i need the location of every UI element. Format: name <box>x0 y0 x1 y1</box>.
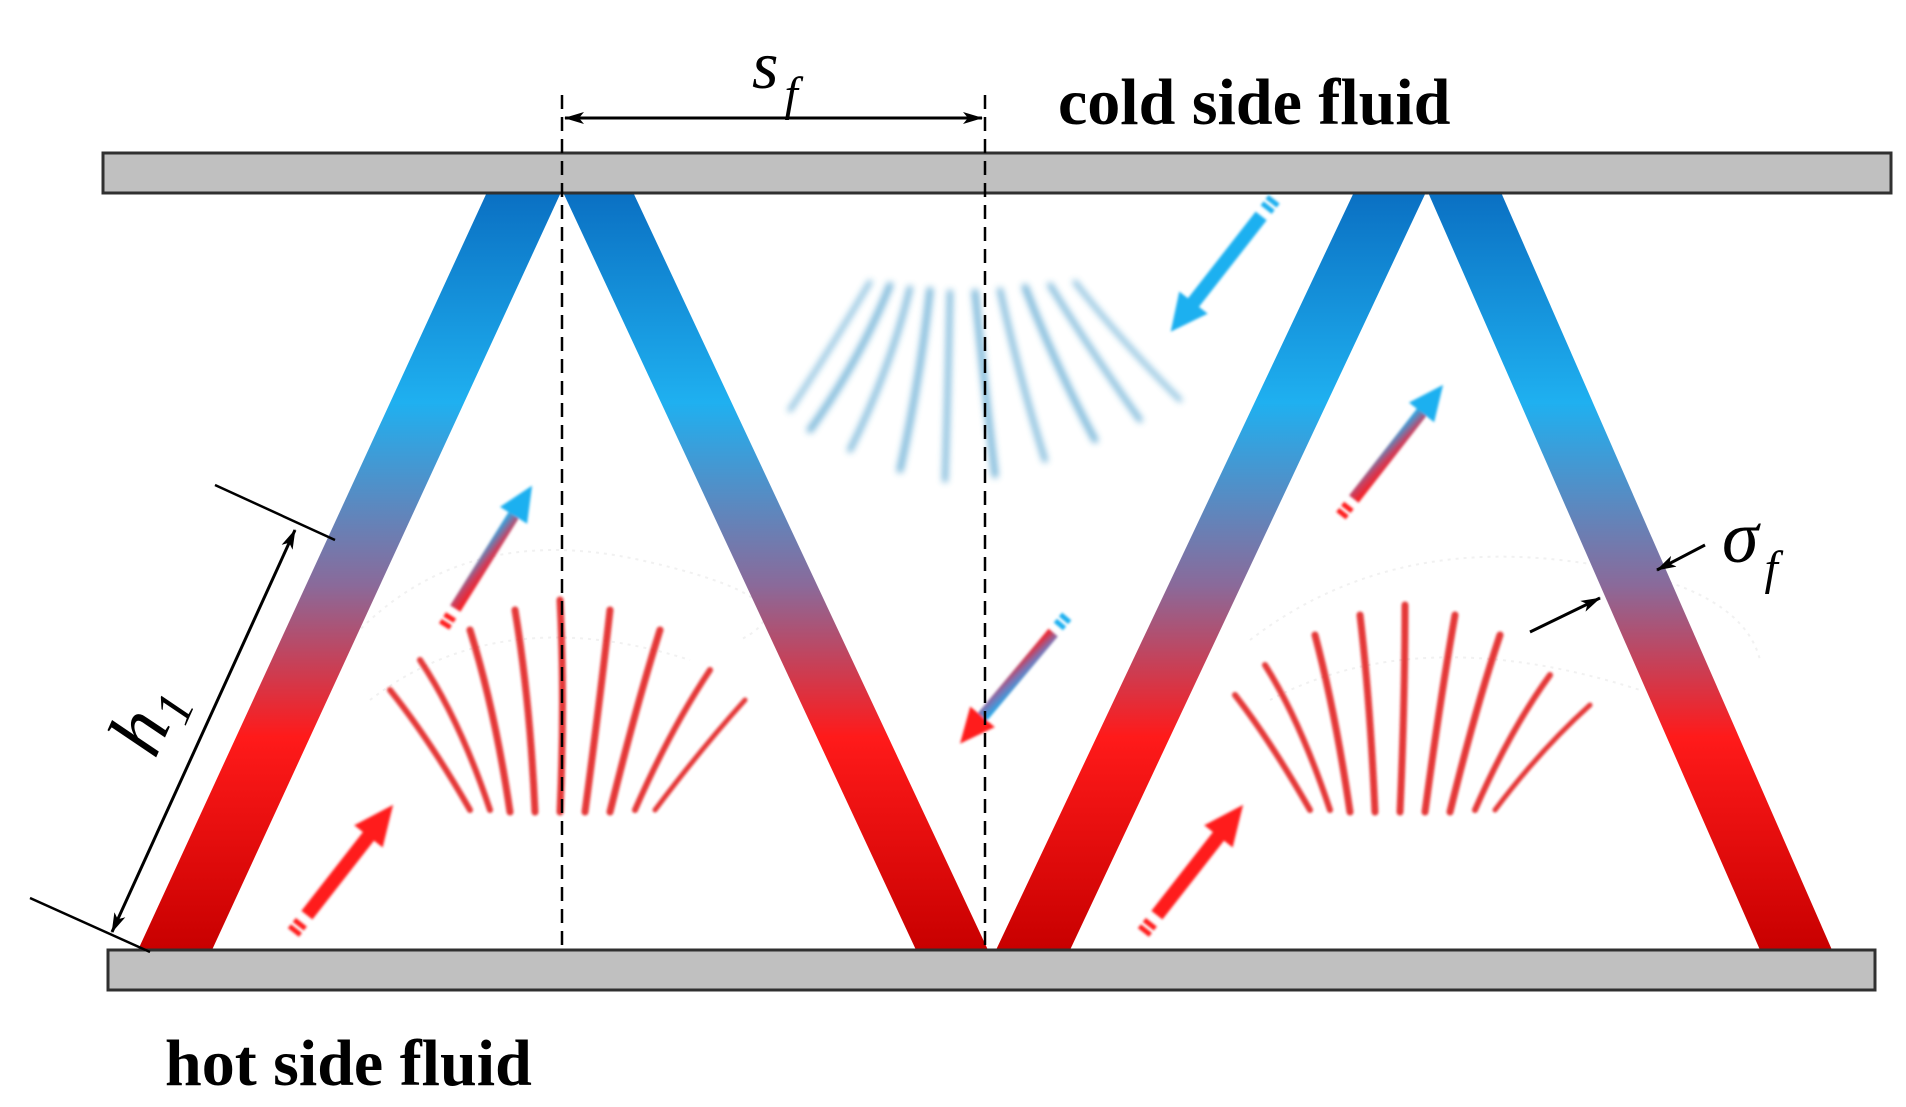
fin-3 <box>996 190 1427 950</box>
cold-side-plate <box>101 151 1893 195</box>
hot-side-plate <box>106 948 1877 992</box>
gradient-arrow-icon <box>1170 195 1280 332</box>
background-flow-hatching <box>349 549 1761 701</box>
gradient-arrow-icon <box>1336 384 1444 520</box>
fin-4 <box>1427 190 1832 950</box>
cold-side-fluid-label: cold side fluid <box>1058 66 1450 139</box>
fin-2 <box>562 190 988 950</box>
hot-side-fluid-label: hot side fluid <box>165 1027 532 1100</box>
gradient-arrow-icon <box>287 804 394 937</box>
fin-1 <box>138 190 562 950</box>
gradient-arrow-icon <box>960 612 1072 744</box>
flow-arrows <box>287 195 1444 937</box>
fin-thickness-arrow-outer <box>1656 543 1706 572</box>
fin-height-extension-top <box>214 483 336 542</box>
fin-height-extension-bottom <box>29 896 151 954</box>
hot-air-plume-icon <box>387 596 748 816</box>
fin-height-dimension <box>110 529 297 933</box>
gradient-arrow-icon <box>439 485 533 630</box>
fin-height-label: h1 <box>91 669 206 770</box>
hot-air-plume-icon <box>1232 601 1593 816</box>
gradient-arrow-icon <box>1137 804 1244 937</box>
fin-thickness-arrow-inner <box>1529 596 1601 634</box>
